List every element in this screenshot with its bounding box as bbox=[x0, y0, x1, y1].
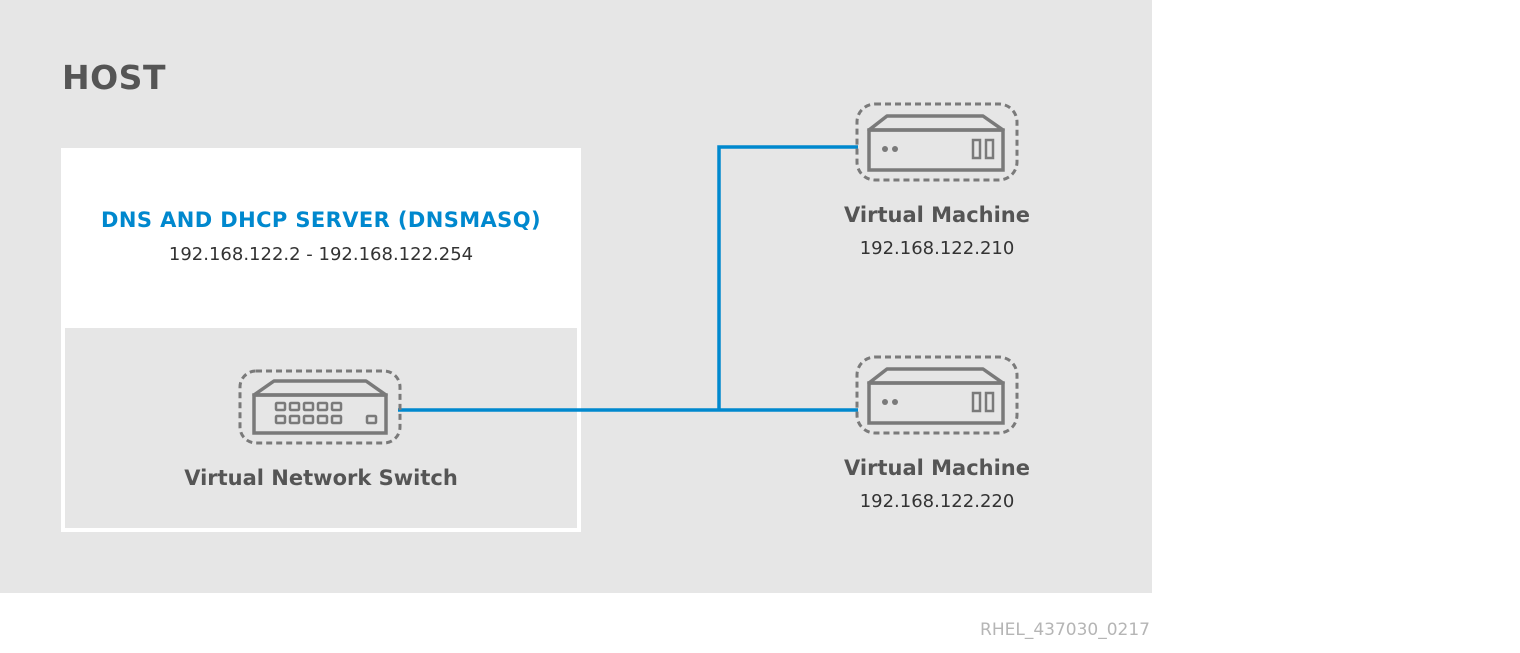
vm-2-ip: 192.168.122.220 bbox=[859, 491, 1015, 512]
server-icon bbox=[855, 102, 1019, 182]
host-label: HOST bbox=[62, 58, 166, 97]
dns-dhcp-ip-range: 192.168.122.2 - 192.168.122.254 bbox=[168, 244, 474, 265]
bus-to-vm1-line bbox=[717, 145, 858, 410]
dns-dhcp-server-title: DNS AND DHCP SERVER (DNSMASQ) bbox=[101, 208, 541, 232]
virtual-switch-box bbox=[65, 328, 577, 528]
virtual-switch-label: Virtual Network Switch bbox=[184, 466, 458, 490]
server-icon bbox=[855, 355, 1019, 435]
network-switch-icon bbox=[238, 369, 402, 445]
vm-2-name: Virtual Machine bbox=[844, 456, 1030, 480]
figure-id: RHEL_437030_0217 bbox=[980, 620, 1150, 640]
connection-lines bbox=[398, 145, 858, 412]
vm-1-ip: 192.168.122.210 bbox=[859, 238, 1015, 259]
vm-1-name: Virtual Machine bbox=[844, 203, 1030, 227]
